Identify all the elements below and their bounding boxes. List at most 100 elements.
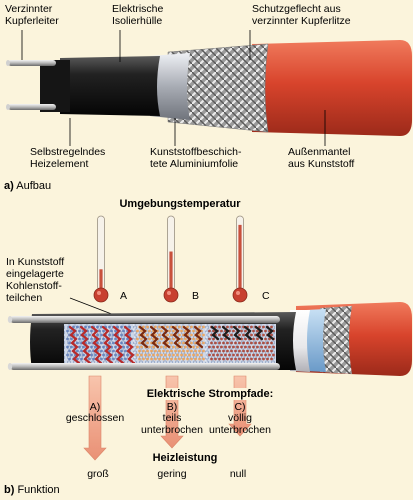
particle [238, 325, 241, 329]
particle [78, 337, 81, 341]
particle [218, 341, 221, 345]
particle [140, 337, 143, 341]
particle [252, 337, 255, 341]
particle [164, 353, 167, 357]
particle [182, 357, 185, 361]
path-c-letter: C) [234, 401, 246, 413]
thermometer-bulb-highlight [236, 291, 240, 295]
particle [260, 353, 263, 357]
particle [108, 349, 111, 353]
label-braid: Schutzgeflecht aus verzinnter Kupferlitz… [252, 3, 351, 27]
particle [152, 353, 155, 357]
particle [162, 357, 165, 361]
particle [128, 325, 131, 329]
thermometer-bulb [232, 287, 248, 303]
particle [214, 341, 217, 345]
thermometer-fill [238, 224, 242, 290]
particle [120, 325, 123, 329]
particle [88, 325, 91, 329]
particle [202, 333, 205, 337]
particle [230, 325, 233, 329]
thermometer-fill [169, 251, 173, 290]
conductive-chain [90, 325, 103, 365]
particle [186, 349, 189, 353]
particle [242, 341, 245, 345]
particle [248, 345, 251, 349]
particle [108, 341, 111, 345]
particle [180, 329, 183, 333]
particle [212, 337, 215, 341]
particle [126, 337, 129, 341]
conductive-chain [210, 325, 220, 341]
conductor-end-upper [6, 60, 10, 66]
title-ambient-temperature: Umgebungstemperatur [119, 198, 241, 210]
particle [258, 341, 261, 345]
conductive-chain [221, 325, 231, 341]
particle [102, 337, 105, 341]
particle [222, 357, 225, 361]
particle [270, 349, 273, 353]
particle [214, 325, 217, 329]
particle [234, 349, 237, 353]
particle [244, 329, 247, 333]
particle [262, 349, 265, 353]
particle [148, 329, 151, 333]
particle [264, 345, 267, 349]
copper-braid [167, 43, 269, 133]
particle [142, 325, 145, 329]
particle [84, 333, 87, 337]
particle [246, 349, 249, 353]
particle [264, 353, 267, 357]
particle [140, 329, 143, 333]
particle [120, 357, 123, 361]
thermometer-c [232, 215, 248, 303]
particle [236, 353, 239, 357]
particle [158, 333, 161, 337]
particle [112, 357, 115, 361]
particle [254, 349, 257, 353]
particle [102, 353, 105, 357]
particle [202, 341, 205, 345]
particle [138, 341, 141, 345]
particle [250, 325, 253, 329]
caption-b-letter: b) [4, 484, 15, 496]
particle [218, 349, 221, 353]
particle [82, 353, 85, 357]
thermometer-fill [99, 269, 103, 290]
particle [230, 349, 233, 353]
particle [160, 345, 163, 349]
particle [148, 337, 151, 341]
particle [232, 345, 235, 349]
particle [152, 345, 155, 349]
particle [126, 345, 129, 349]
particle [238, 357, 241, 361]
particle [270, 341, 273, 345]
particle [126, 353, 129, 357]
particle [258, 357, 261, 361]
particle [88, 357, 91, 361]
particle [172, 329, 175, 333]
particle [66, 329, 69, 333]
thermometer-letter-a: A [120, 290, 128, 302]
particle [102, 329, 105, 333]
particle [106, 353, 109, 357]
particle [244, 345, 247, 349]
particle [214, 349, 217, 353]
particle [178, 341, 181, 345]
particle [122, 345, 125, 349]
particle [180, 353, 183, 357]
insulation [60, 56, 160, 116]
particle [192, 353, 195, 357]
particle [268, 337, 271, 341]
heating-value-c: null [229, 468, 247, 480]
particle [166, 325, 169, 329]
conductive-chain [243, 325, 253, 341]
cable-a-structure [6, 40, 412, 136]
particle [170, 357, 173, 361]
particle [146, 349, 149, 353]
particle [100, 333, 103, 337]
conductive-chain [123, 325, 136, 365]
particle [166, 333, 169, 337]
particle [238, 341, 241, 345]
particle [208, 329, 211, 333]
